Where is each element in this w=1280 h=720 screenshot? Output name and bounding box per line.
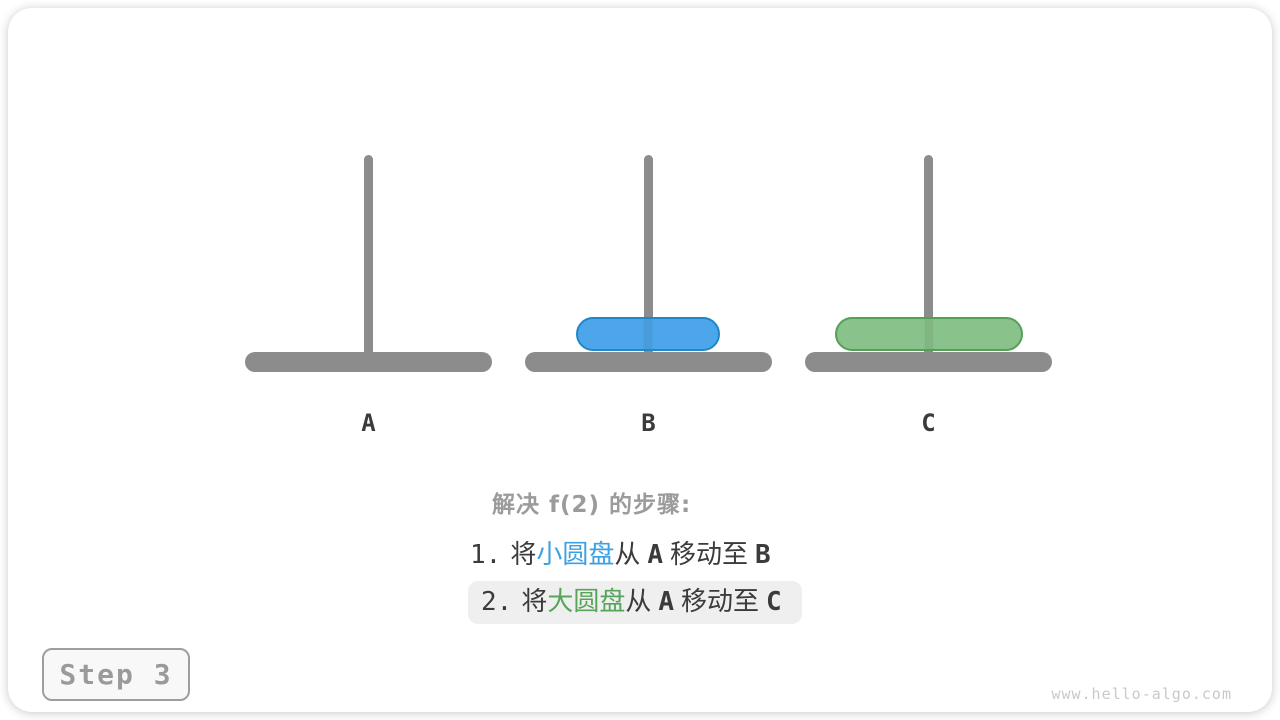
step-1-to-peg: B	[755, 540, 771, 570]
step-2-number: 2.	[481, 587, 513, 617]
step-2-action-move: 移动至	[681, 587, 760, 617]
step-2-disk-name: 大圆盘	[547, 587, 626, 617]
peg-a-pole	[364, 155, 373, 362]
step-2-action-pre: 将	[521, 587, 548, 617]
large-disk	[835, 317, 1023, 351]
peg-a-base	[245, 352, 492, 372]
step-1-number: 1.	[470, 540, 502, 570]
step-1-action-move: 移动至	[670, 540, 749, 570]
step-1-action-pre: 将	[510, 540, 537, 570]
small-disk	[576, 317, 720, 351]
step-1-from-peg: A	[647, 540, 664, 570]
peg-c-base	[805, 352, 1052, 372]
step-badge: Step 3	[42, 648, 190, 701]
peg-c-label: C	[921, 409, 936, 437]
watermark: www.hello-algo.com	[1051, 685, 1232, 703]
step-2-action-mid: 从	[625, 587, 652, 617]
step-1-action-mid: 从	[614, 540, 641, 570]
peg-c-pole	[924, 155, 933, 362]
steps-title: 解决 f(2) 的步骤:	[492, 492, 692, 518]
peg-a-label: A	[361, 409, 376, 437]
step-2-from-peg: A	[658, 587, 675, 617]
step-2-to-peg: C	[766, 587, 782, 617]
step-1-disk-name: 小圆盘	[536, 540, 615, 570]
peg-b-base	[525, 352, 772, 372]
peg-b-pole	[644, 155, 653, 362]
peg-b-label: B	[641, 409, 656, 437]
